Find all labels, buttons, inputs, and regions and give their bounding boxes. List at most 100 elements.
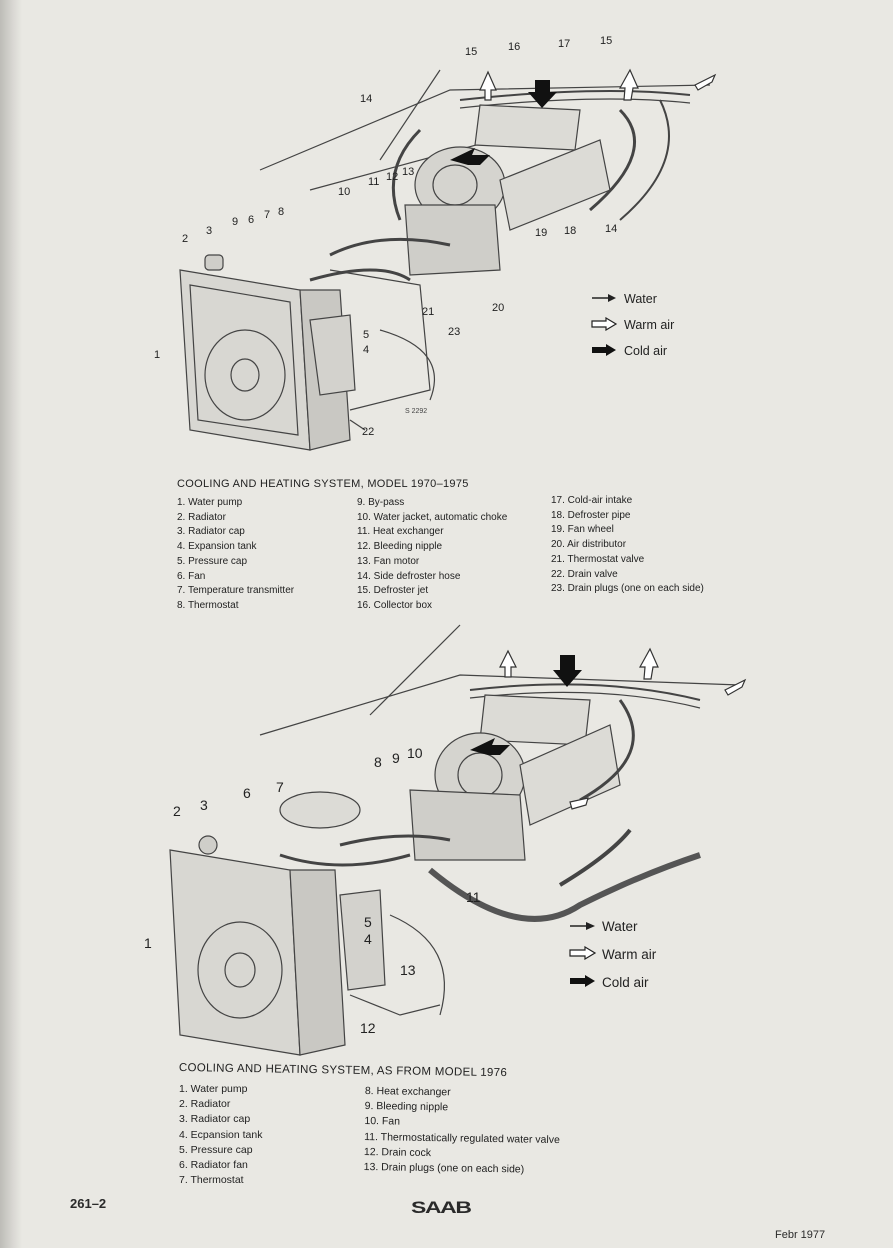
part-list-item: 2. Radiator	[179, 1098, 231, 1111]
callout-21: 21	[422, 306, 434, 318]
part-list-item: 15. Defroster jet	[357, 585, 429, 597]
callout-2: 2	[182, 233, 188, 245]
legend-water: Water	[568, 912, 656, 940]
callout-14b: 14	[605, 223, 617, 235]
part-list-item: 8. Thermostat	[177, 599, 239, 611]
part-list-item: 5. Pressure cap	[179, 1143, 253, 1156]
part-list-item: 6. Fan	[177, 570, 206, 582]
part-list-item: 4. Ecpansion tank	[179, 1128, 263, 1141]
callout-11: 11	[368, 176, 379, 188]
parts-list-top-col2: 9. By-pass 10. Water jacket, automatic ch…	[357, 496, 507, 614]
legend-bottom: Water Warm air Cold air	[568, 912, 656, 996]
part-list-item: 18. Defroster pipe	[551, 509, 631, 521]
callout-12: 12	[360, 1020, 376, 1036]
part-list-item: 13. Drain plugs (one on each side)	[363, 1161, 525, 1176]
callout-12: 12	[386, 171, 398, 183]
callout-18: 18	[564, 225, 576, 237]
legend-cold-air: Cold air	[590, 338, 674, 364]
legend-cold-air-label: Cold air	[602, 974, 649, 990]
cooling-heating-diagram-1970-1975: 15 16 17 15 14 13 12 11 10 8 7 6 9 3 2 1…	[154, 35, 717, 451]
part-list-item: 20. Air distributor	[551, 539, 627, 551]
part-list-item: 4. Expansion tank	[177, 541, 257, 553]
part-list-item: 3. Radiator cap	[179, 1113, 251, 1126]
callout-8: 8	[374, 754, 382, 770]
callout-10: 10	[407, 745, 423, 761]
legend-cold-air-label: Cold air	[624, 344, 668, 358]
callout-15: 15	[465, 46, 477, 58]
callout-9: 9	[232, 216, 238, 228]
part-list-item: 17. Cold-air intake	[551, 495, 633, 506]
publication-date: Febr 1977	[775, 1229, 826, 1241]
callout-8: 8	[278, 206, 284, 218]
page-binding-edge	[0, 0, 22, 1248]
part-list-item: 21. Thermostat valve	[551, 553, 645, 565]
part-list-item: 22. Drain valve	[551, 568, 618, 580]
callout-6: 6	[243, 785, 251, 801]
cold-air-arrow-icon	[590, 343, 624, 360]
cooling-heating-diagram-from-1976: 8 9 10 7 6 3 2 1 5 4 13 11 12	[144, 624, 747, 1056]
legend-cold-air: Cold air	[568, 968, 656, 996]
callout-5: 5	[364, 914, 372, 930]
legend-top: Water Warm air Cold air	[590, 286, 674, 364]
water-arrow-icon	[590, 292, 624, 306]
legend-warm-air: Warm air	[568, 940, 656, 968]
water-arrow-icon	[568, 919, 602, 934]
part-list-item: 2. Radiator	[177, 511, 226, 523]
callout-19: 19	[535, 227, 547, 239]
part-list-item: 1. Water pump	[179, 1083, 248, 1095]
part-list-item: 12. Bleeding nipple	[357, 541, 443, 553]
callout-5: 5	[363, 329, 369, 341]
callout-1: 1	[144, 935, 152, 951]
callout-2: 2	[173, 803, 181, 819]
legend-water-label: Water	[624, 292, 657, 306]
caption-top: COOLING AND HEATING SYSTEM, MODEL 1970–1…	[177, 478, 469, 490]
callout-7: 7	[276, 779, 284, 795]
callout-17: 17	[558, 38, 570, 50]
part-list-item: 7. Temperature transmitter	[177, 585, 295, 597]
callout-15b: 15	[600, 35, 612, 47]
warm-air-arrow-icon	[568, 945, 602, 963]
part-list-item: 9. By-pass	[357, 497, 405, 508]
legend-warm-air-label: Warm air	[602, 946, 657, 962]
callout-23: 23	[448, 326, 460, 338]
cold-air-arrow-icon	[568, 974, 602, 991]
part-list-item: 19. Fan wheel	[551, 524, 614, 536]
part-list-item: 5. Pressure cap	[177, 555, 248, 567]
callout-1: 1	[154, 349, 160, 361]
parts-list-top-col1: 1. Water pump 2. Radiator 3. Radiator cap 4…	[177, 496, 294, 614]
legend-water: Water	[590, 286, 674, 312]
part-list-item: 7. Thermostat	[179, 1174, 244, 1187]
part-list-item: 3. Radiator cap	[177, 526, 245, 538]
legend-water-label: Water	[602, 918, 638, 934]
callout-4: 4	[363, 344, 369, 356]
callout-16: 16	[508, 41, 520, 53]
callout-14: 14	[360, 93, 372, 105]
callout-7: 7	[264, 209, 270, 221]
part-list-item: 11. Heat exchanger	[357, 526, 444, 538]
part-list-item: 10. Water jacket, automatic choke	[357, 511, 508, 523]
figure-code: S 2292	[405, 408, 427, 415]
callout-4: 4	[364, 931, 372, 947]
saab-logo: SAAB	[411, 1198, 472, 1217]
callout-22: 22	[362, 426, 374, 438]
page-number: 261–2	[70, 1196, 107, 1211]
part-list-item: 23. Drain plugs (one on each side)	[551, 583, 704, 595]
callout-3: 3	[206, 225, 212, 237]
part-list-item: 13. Fan motor	[357, 555, 420, 567]
warm-air-arrow-icon	[590, 316, 624, 334]
callout-13: 13	[400, 962, 416, 978]
part-list-item: 14. Side defroster hose	[357, 570, 461, 582]
part-list-item: 6. Radiator fan	[179, 1159, 248, 1172]
parts-list-bottom-col1: 1. Water pump 2. Radiator 3. Radiator cap 4…	[179, 1082, 262, 1188]
legend-warm-air-label: Warm air	[624, 318, 675, 332]
callout-20: 20	[492, 302, 504, 314]
callout-10: 10	[338, 186, 350, 198]
callout-9: 9	[392, 750, 400, 766]
callout-11: 11	[466, 889, 481, 905]
callout-13: 13	[402, 166, 414, 178]
callout-3: 3	[200, 797, 208, 813]
parts-list-top-col3: 17. Cold-air intake 18. Defroster pipe 19.…	[551, 494, 704, 597]
legend-warm-air: Warm air	[590, 312, 674, 338]
part-list-item: 1. Water pump	[177, 497, 243, 508]
